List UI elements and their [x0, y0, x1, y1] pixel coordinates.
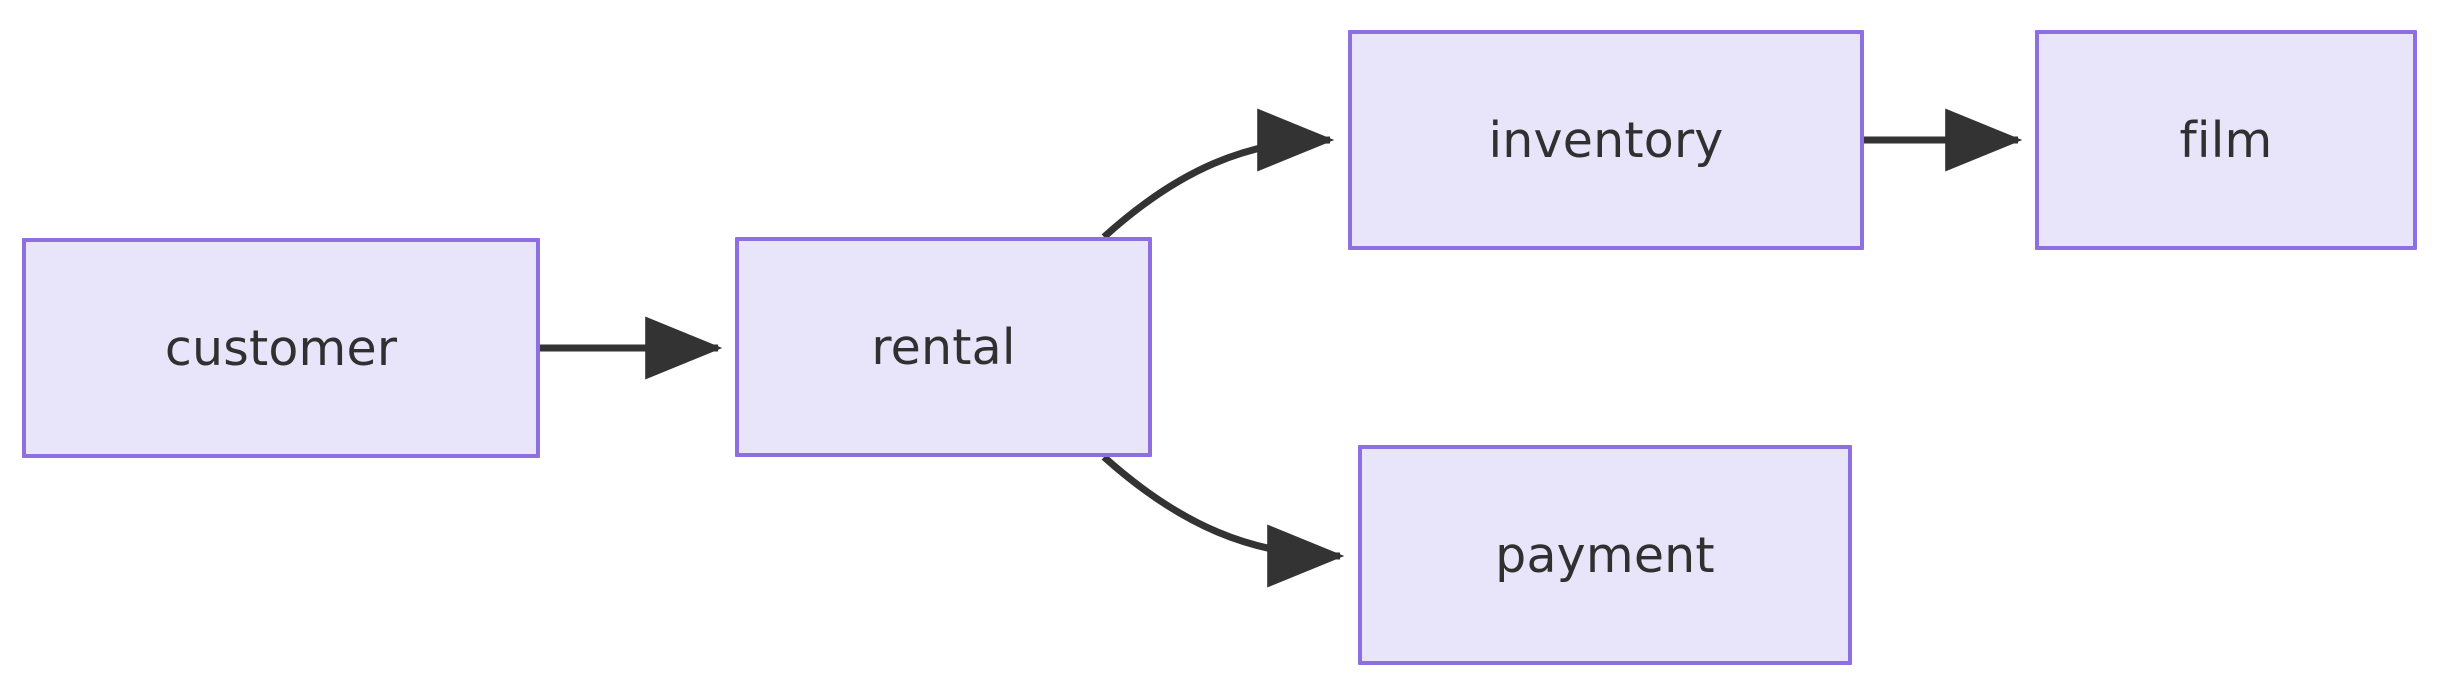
edge-rental-to-payment: [1101, 454, 1345, 588]
node-inventory-label: inventory: [1488, 111, 1724, 169]
node-film-label: film: [2179, 111, 2273, 169]
node-payment-label: payment: [1495, 526, 1715, 584]
node-payment[interactable]: payment: [1358, 445, 1852, 665]
node-inventory[interactable]: inventory: [1348, 30, 1864, 250]
node-rental[interactable]: rental: [735, 237, 1152, 457]
node-customer-label: customer: [164, 319, 398, 377]
node-customer[interactable]: customer: [22, 238, 540, 458]
edge-rental-to-inventory: [1101, 108, 1335, 240]
node-rental-label: rental: [871, 318, 1016, 376]
node-film[interactable]: film: [2035, 30, 2417, 250]
